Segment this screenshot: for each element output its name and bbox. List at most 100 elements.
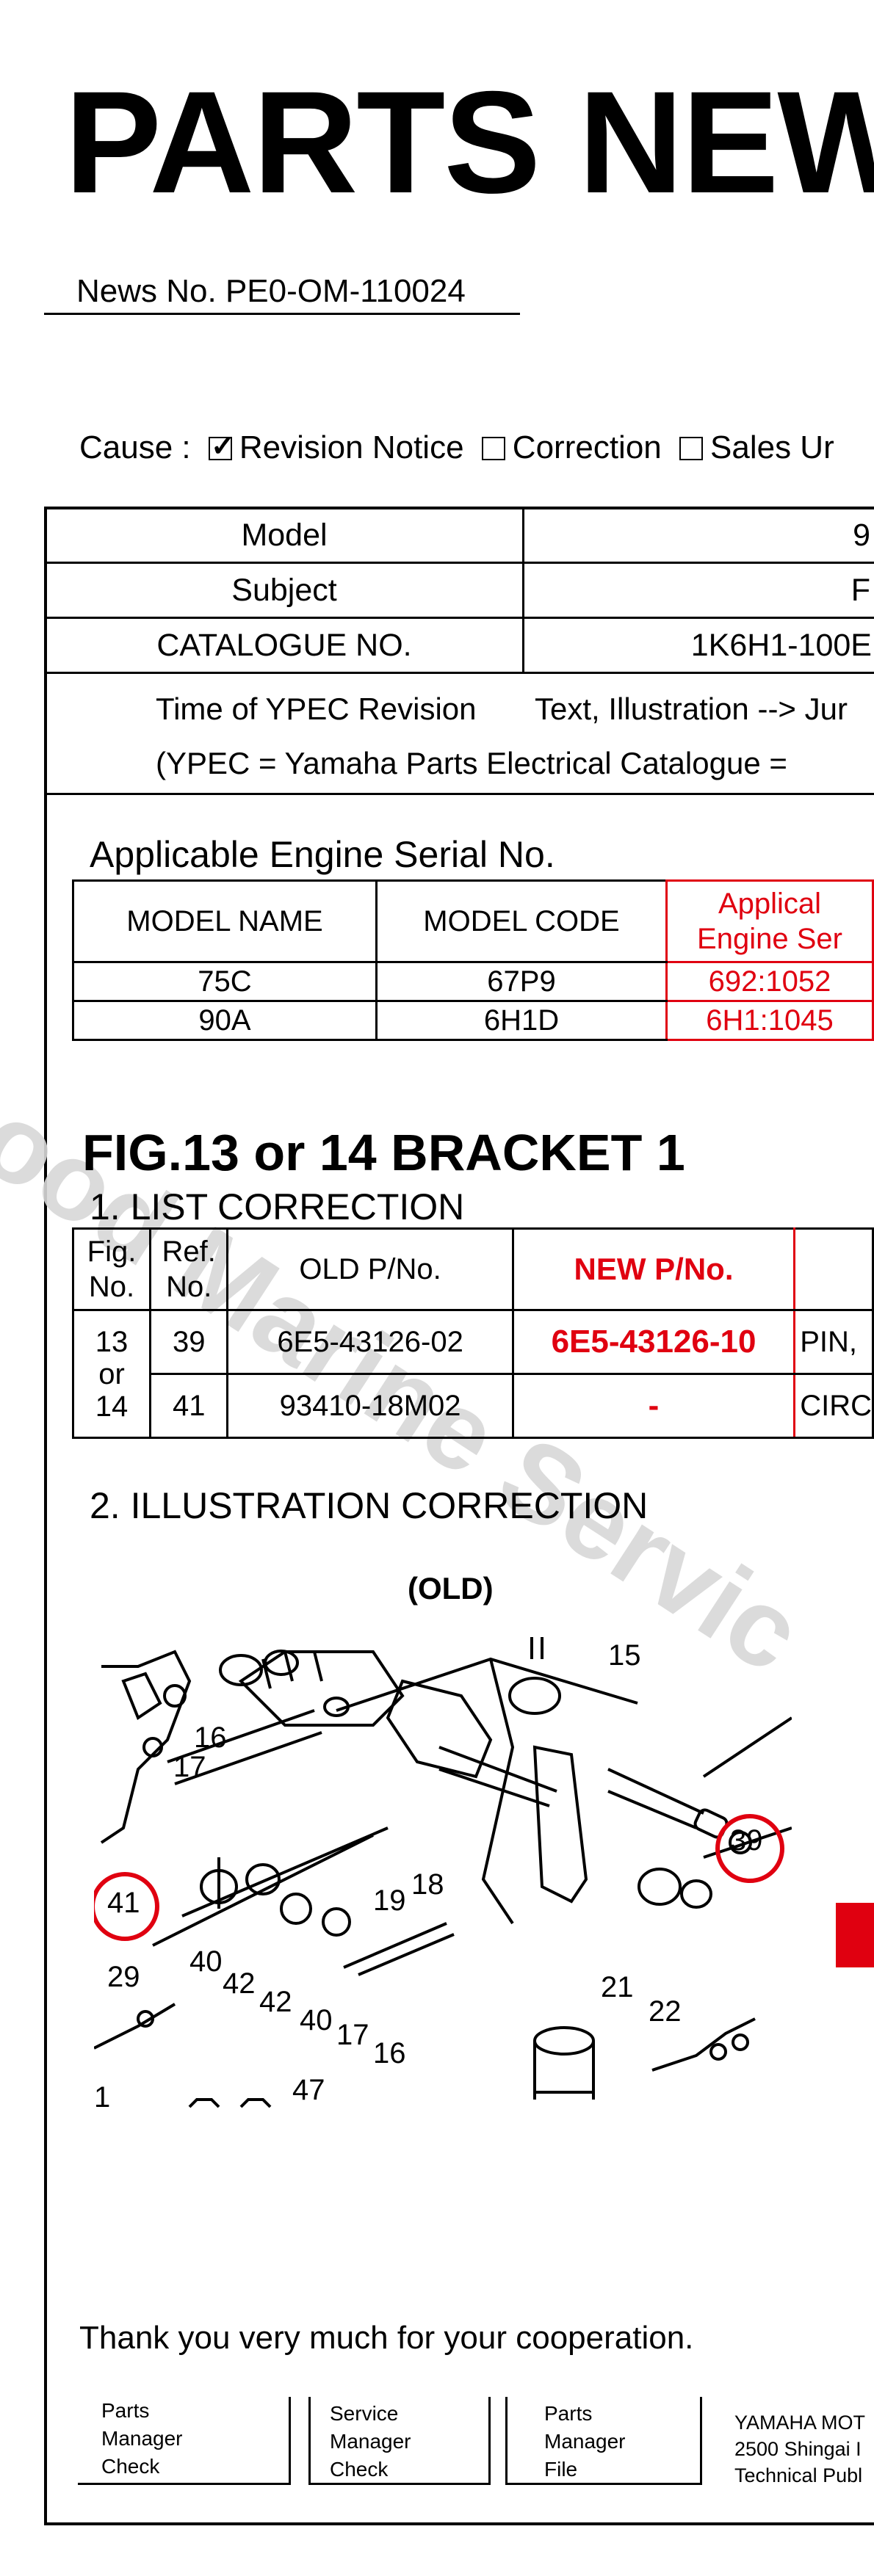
bracket-illustration: 15 16 17 39 41 18 19 40 42 42 40 29 17 1… (94, 1637, 792, 2114)
model-name: 90A (72, 1000, 378, 1041)
bracket-drawing (94, 1637, 792, 2108)
callout-40b: 40 (300, 2004, 333, 2036)
col-ref-line2: No. (166, 1271, 212, 1303)
old-label: (OLD) (408, 1571, 494, 1606)
stamp-line: Manager (544, 2430, 626, 2453)
callout-17b: 17 (336, 2019, 369, 2051)
col-engine-serial-line2: Engine Ser (697, 923, 842, 955)
correction-checkbox[interactable] (481, 437, 505, 460)
cause-label: Cause : (79, 429, 191, 465)
callout-15: 15 (608, 1639, 641, 1672)
callout-19: 19 (373, 1884, 406, 1917)
callout-16b: 16 (373, 2037, 406, 2069)
footer-line: YAMAHA MOT (734, 2412, 866, 2434)
description: CIRC (793, 1373, 874, 1439)
correction-arrow (836, 1903, 874, 1967)
list-header-row: Fig.No. Ref.No. OLD P/No. NEW P/No. (71, 1227, 874, 1311)
model-code: 67P9 (375, 961, 668, 1002)
callout-22: 22 (649, 1995, 682, 2028)
fig-no-14: 14 (95, 1390, 129, 1423)
info-row: Model 9 (44, 507, 874, 564)
cause-row: Cause : Revision Notice Correction Sales… (79, 429, 834, 466)
model-name: 75C (72, 961, 378, 1002)
stamp-line: Check (101, 2455, 160, 2478)
old-pno: 6E5-43126-02 (226, 1309, 514, 1375)
col-fig-no: Fig.No. (71, 1227, 152, 1311)
revision-notice-label: Revision Notice (239, 429, 464, 465)
info-label: Subject (44, 562, 524, 619)
info-value: F (522, 562, 874, 619)
col-ref-no: Ref.No. (149, 1227, 229, 1311)
footer-line: Technical Publ (734, 2464, 863, 2486)
callout-39: 39 (730, 1824, 763, 1857)
info-label: CATALOGUE NO. (44, 617, 524, 674)
stamp-line: File (544, 2458, 578, 2481)
sales-checkbox[interactable] (679, 437, 703, 460)
stamp-line: Manager (101, 2427, 183, 2450)
stamp-parts-manager-file: Parts Manager File (505, 2397, 702, 2485)
serial-heading: Applicable Engine Serial No. (90, 834, 555, 875)
sales-label: Sales Ur (710, 429, 834, 465)
serial-row: 75C 67P9 692:1052 (72, 961, 874, 1002)
highlight-ring-39 (715, 1814, 784, 1883)
fig-no-or: or (98, 1357, 125, 1390)
illustration-heading: 2. ILLUSTRATION CORRECTION (90, 1485, 649, 1526)
engine-serial: 6H1:1045 (665, 1000, 874, 1041)
stamp-service-manager-check: Service Manager Check (308, 2397, 491, 2485)
stamp-line: Service (330, 2402, 399, 2425)
callout-labels: 15 16 17 39 41 18 19 40 42 42 40 29 17 1… (94, 1639, 763, 2114)
new-pno: - (511, 1373, 796, 1439)
ypec-revision-label: Time of YPEC Revision (156, 692, 477, 726)
news-number: News No. PE0-OM-110024 (44, 273, 520, 315)
new-pno: 6E5-43126-10 (511, 1309, 796, 1375)
stamp-line: Parts (101, 2399, 150, 2422)
old-pno: 93410-18M02 (226, 1373, 514, 1439)
ypec-block: Time of YPEC Revision Text, Illustration… (47, 681, 874, 795)
col-model-name: MODEL NAME (72, 879, 378, 963)
col-ref-line1: Ref. (162, 1236, 216, 1268)
callout-42b: 42 (259, 1986, 292, 2018)
col-model-code: MODEL CODE (375, 879, 668, 963)
list-row: 41 93410-18M02 - CIRC (73, 1373, 874, 1439)
callout-41: 41 (107, 1887, 140, 1919)
callout-40: 40 (189, 1945, 223, 1978)
callout-21: 21 (601, 1971, 634, 2003)
stamp-line: Check (330, 2458, 389, 2481)
ypec-definition: (YPEC = Yamaha Parts Electrical Catalogu… (156, 746, 787, 780)
highlight-ring-41 (94, 1872, 159, 1941)
callout-47: 47 (292, 2074, 325, 2106)
ypec-revision-value: Text, Illustration --> Jur (535, 692, 848, 726)
col-new-pno: NEW P/No. (511, 1227, 796, 1311)
engine-serial: 692:1052 (665, 961, 874, 1002)
revision-notice-checkbox[interactable] (208, 429, 235, 463)
info-row: CATALOGUE NO. 1K6H1-100E (44, 617, 874, 674)
stamp-line: Parts (544, 2402, 593, 2425)
callout-17: 17 (173, 1751, 206, 1783)
ref-no: 41 (149, 1373, 229, 1439)
correction-label: Correction (512, 429, 662, 465)
ref-no: 39 (149, 1309, 229, 1375)
serial-row: 90A 6H1D 6H1:1045 (72, 1000, 874, 1041)
fig-no-13: 13 (95, 1325, 129, 1358)
model-code: 6H1D (375, 1000, 668, 1041)
stamp-parts-manager-check: Parts Manager Check (78, 2397, 291, 2485)
info-row: Subject F (44, 562, 874, 619)
callout-42: 42 (223, 1967, 256, 2000)
callout-16: 16 (194, 1721, 227, 1754)
col-description (793, 1227, 874, 1311)
description: PIN, (793, 1309, 874, 1375)
list-correction-heading: 1. LIST CORRECTION (90, 1186, 465, 1227)
info-value: 1K6H1-100E (522, 617, 874, 674)
info-label: Model (44, 507, 524, 564)
page-title: PARTS NEW (65, 61, 874, 223)
callout-29: 29 (107, 1961, 140, 1993)
col-fig-line1: Fig. (87, 1236, 137, 1268)
footer-address: YAMAHA MOT 2500 Shingai I Technical Publ (734, 2409, 865, 2489)
thanks-text: Thank you very much for your cooperation… (79, 2320, 694, 2356)
